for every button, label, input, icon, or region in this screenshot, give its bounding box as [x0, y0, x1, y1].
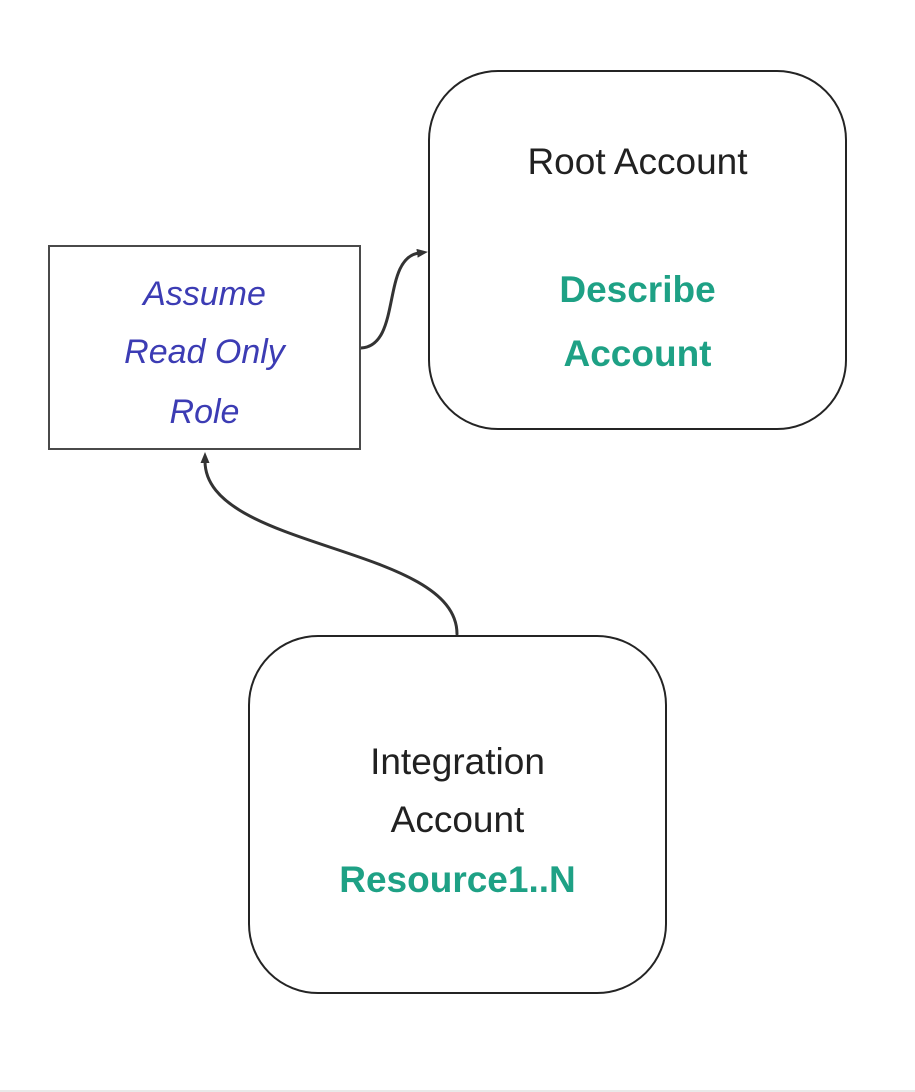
arrow-assume-to-root: [359, 248, 428, 350]
page-bottom-divider: [0, 1090, 915, 1092]
integration-account-title-line-1: Integration: [370, 741, 545, 782]
integration-account-title-line-2: Account: [390, 799, 525, 840]
root-account-action-line-1: Describe: [559, 269, 716, 310]
node-root-account: Root Account Describe Account: [428, 70, 847, 430]
assume-role-line-1: Assume: [143, 275, 266, 313]
root-account-action-line-2: Account: [563, 333, 712, 374]
root-account-title: Root Account: [527, 141, 748, 182]
assume-role-line-3: Role: [169, 393, 240, 431]
assume-role-line-2: Read Only: [124, 333, 285, 371]
integration-account-action-line-1: Resource1..N: [339, 859, 576, 900]
node-assume-read-only-role: Assume Read Only Role: [48, 245, 361, 450]
node-integration-account: Integration Account Resource1..N: [248, 635, 667, 994]
arrow-integration-to-assume: [200, 452, 459, 636]
